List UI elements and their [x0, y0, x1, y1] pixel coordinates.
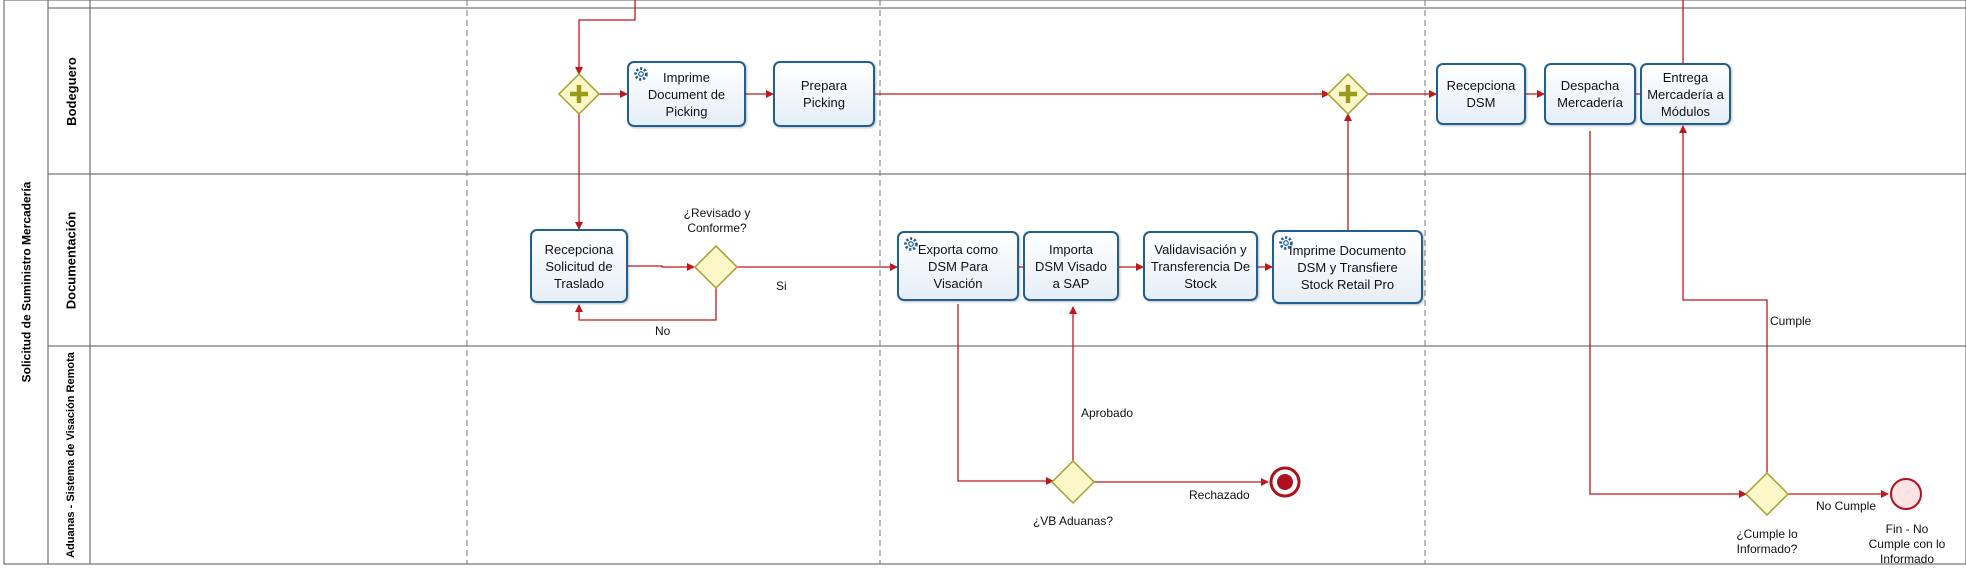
flow-cumple-si [1679, 125, 1768, 474]
gear-icon [634, 67, 648, 81]
task-label: Importa DSM Visado a SAP [1034, 241, 1107, 291]
gateway-cumple-informado [1744, 471, 1790, 517]
task-entrega-mercaderia[interactable]: Entrega Mercadería a Módulos [1640, 63, 1731, 125]
parallel-gateway-join [1326, 72, 1370, 116]
task-label: Imprime Document de Picking [647, 69, 726, 119]
task-label: Recepciona DSM [1446, 78, 1516, 110]
flow-recepciona-to-revisado [628, 263, 695, 271]
sequence-flows [575, 0, 1889, 498]
task-despacha-mercaderia[interactable]: Despacha Mercadería [1544, 63, 1636, 125]
lane-label-aduanas: Aduanas - Sistema de Visación Remota [65, 352, 77, 558]
flow-label-no-cumple: No Cumple [1816, 499, 1877, 513]
task-label: Entrega Mercadería a Módulos [1647, 69, 1724, 119]
pool-frame [3, 0, 1966, 565]
flow-label-no: No [655, 324, 671, 338]
task-validavisacion[interactable]: Validavisación y Transferencia De Stock [1143, 231, 1258, 301]
lane-label-documentacion: Documentación [63, 211, 79, 309]
flow-despacha-to-cumple [1589, 131, 1747, 498]
gear-icon [1279, 236, 1293, 250]
flow-exporta-to-vb [957, 304, 1054, 485]
flow-label-rechazado: Rechazado [1189, 488, 1250, 502]
parallel-gateway-split [557, 72, 601, 116]
task-recepciona-dsm[interactable]: Recepciona DSM [1436, 63, 1526, 125]
lane-label-bodeguero: Bodeguero [63, 56, 79, 126]
flow-label-aprobado: Aprobado [1081, 406, 1134, 420]
end-event-no-cumple [1890, 478, 1922, 510]
gear-icon [904, 237, 918, 251]
gateway-vb-aduanas [1050, 459, 1096, 505]
end-event-rechazado [1269, 466, 1301, 498]
task-importa-dsm[interactable]: Importa DSM Visado a SAP [1023, 231, 1119, 301]
task-label: Prepara Picking [800, 78, 848, 110]
task-label: Imprime Documento DSM y Transfiere Stock… [1288, 242, 1407, 292]
task-exporta-dsm[interactable]: Exporta como DSM Para Visación [897, 231, 1019, 301]
task-imprime-picking[interactable]: Imprime Document de Picking [627, 61, 746, 127]
flow-label-cumple: Cumple [1770, 314, 1812, 328]
flow-revisado-no [575, 287, 717, 321]
task-prepara-picking[interactable]: Prepara Picking [773, 61, 875, 127]
task-label: Validavisación y Transferencia De Stock [1150, 241, 1251, 291]
flow-from-above-to-parallel-gateway [575, 0, 636, 75]
end-event-no-cumple-label: Fin - No Cumple con lo Informado [1868, 522, 1946, 566]
gateway-revisado [693, 244, 739, 290]
gateway-revisado-label: ¿Revisado y Conforme? [683, 206, 751, 235]
flow-label-si: Si [776, 279, 787, 293]
task-recepciona-solicitud[interactable]: Recepciona Solicitud de Traslado [530, 229, 628, 303]
pool-label: Solicitud de Suministro Mercadería [19, 181, 33, 383]
gateway-cumple-informado-label: ¿Cumple lo Informado? [1736, 527, 1798, 556]
task-label: Despacha Mercadería [1557, 78, 1623, 110]
task-label: Exporta como DSM Para Visación [917, 241, 999, 291]
task-imprime-documento[interactable]: Imprime Documento DSM y Transfiere Stock… [1272, 230, 1423, 304]
gateway-vb-aduanas-label: ¿VB Aduanas? [1032, 514, 1114, 528]
task-label: Recepciona Solicitud de Traslado [544, 241, 614, 291]
